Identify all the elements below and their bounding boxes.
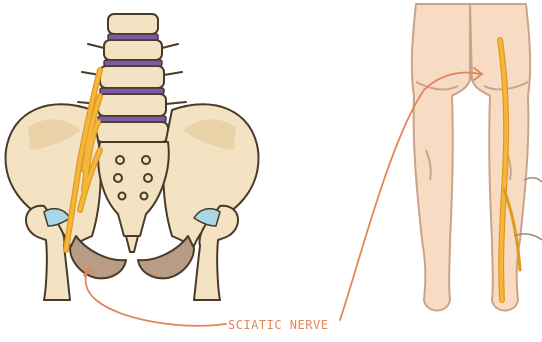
left-leg xyxy=(412,4,470,305)
sciatic-nerve-label: SCIATIC NERVE xyxy=(228,318,328,332)
sacrum xyxy=(98,142,169,236)
pelvis-spine-illustration xyxy=(6,14,259,300)
pubic-bone-left xyxy=(70,236,126,278)
legs-back-view-illustration xyxy=(412,4,542,311)
pubic-bone-right xyxy=(138,236,194,278)
